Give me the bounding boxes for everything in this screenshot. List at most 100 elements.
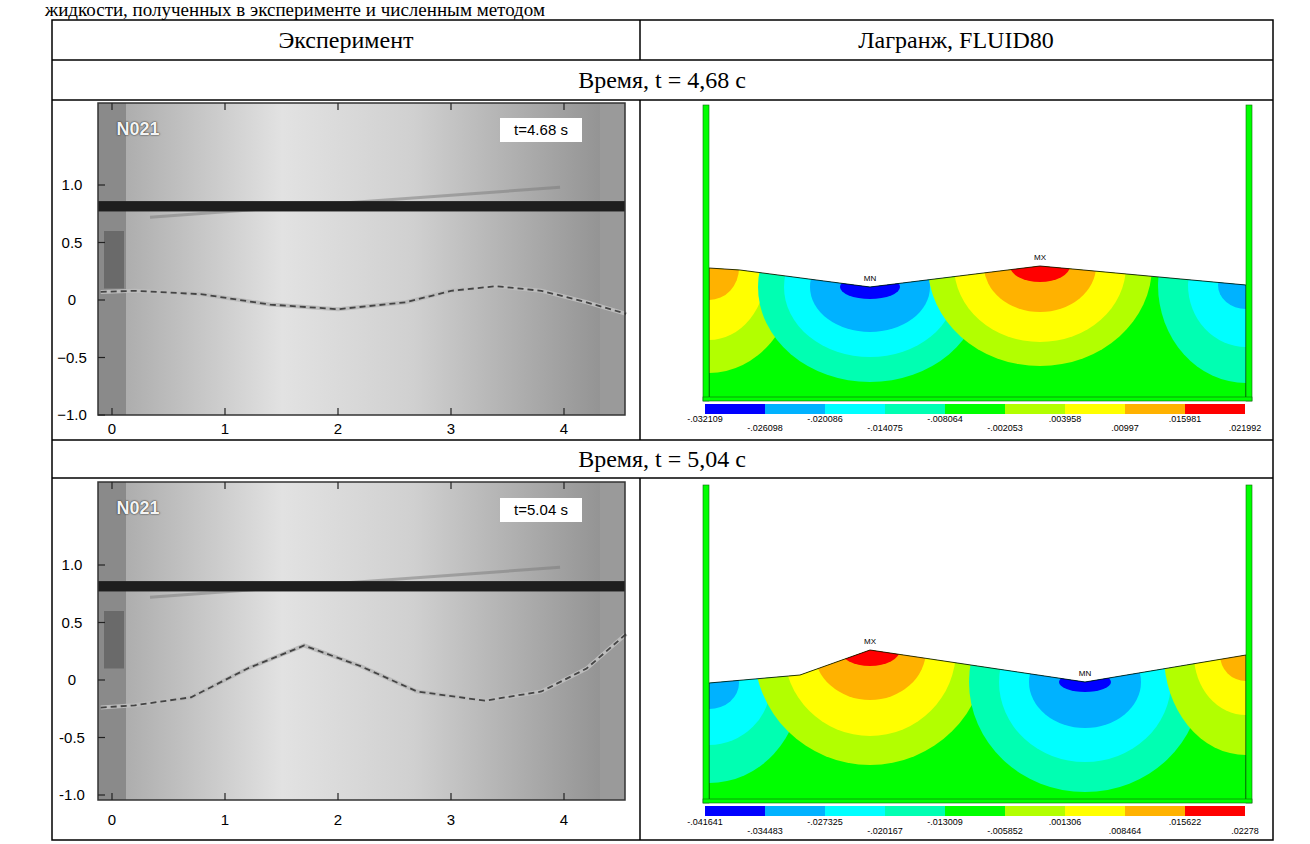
axis-tick-label: −1.0 [57,407,87,424]
colorbar-value: .003958 [1049,415,1082,425]
axis-tick-label: 0 [108,812,116,829]
experiment-photo [224,408,225,415]
experiment-photo [450,793,451,800]
experiment-photo [101,286,626,314]
experiment-photo [98,581,625,591]
axis-tick-label: 0 [68,672,76,689]
table-grid [639,20,641,60]
experiment-photo [111,103,112,110]
axis-tick-label: -0.5 [59,729,85,746]
time-stamp: t=5.04 s [514,502,568,519]
fem-contour-plot [1185,404,1245,414]
experiment-photo [563,103,564,110]
experiment-photo [98,482,625,800]
experiment-photo [98,242,105,243]
axis-tick-label: 1 [221,421,229,438]
fem-contour-plot [885,806,945,816]
experiment-photo [563,482,564,489]
experiment-photo [104,611,124,669]
axis-tick-label: 3 [447,812,455,829]
experiment-photo [98,679,105,680]
axis-tick-label: 4 [560,421,568,438]
experiment-photo [563,408,564,415]
min-marker: MN [1079,670,1091,679]
colorbar-value: .015981 [1169,415,1202,425]
fem-contour-plot [825,806,885,816]
fem-contour-plot [617,485,1310,800]
axis-tick-label: 0.5 [62,614,83,631]
fem-contour-plot [709,266,1246,398]
experiment-photo [98,103,625,415]
fem-contour-plot [1005,404,1065,414]
axis-tick-label: 2 [334,812,342,829]
experiment-photo [101,286,626,314]
axis-tick-label: 1.0 [62,177,83,194]
axis-tick-label: 2 [334,421,342,438]
fem-contour-plot [703,397,1252,401]
experiment-photo [98,622,105,623]
table-grid [52,99,1273,101]
experiment-photo [98,299,105,300]
experiment-photo [98,103,626,415]
experiment-photo [600,482,625,800]
experiment-photo [563,793,564,800]
experiment-photo [337,103,338,110]
experiment-photo [98,103,126,415]
table-grid [52,439,1273,441]
experiment-photo [101,634,626,708]
min-marker: MN [864,275,876,284]
colorbar-value: -.020167 [867,827,903,837]
colorbar-value: -.014075 [867,424,903,434]
experiment-photo [337,793,338,800]
colorbar-value: -.008064 [927,415,963,425]
table-grid [52,477,1273,479]
experiment-photo [98,737,105,738]
fem-contour-plot [703,799,1252,803]
max-marker: MX [864,638,876,647]
max-marker: MX [1034,254,1046,263]
experiment-photo [98,357,105,358]
fem-contour-plot [1246,485,1252,803]
experiment-photo [224,793,225,800]
fem-contour-plot [617,485,1310,816]
experiment-photo [98,414,105,415]
axis-tick-label: -1.0 [59,787,85,804]
column-header: Эксперимент [278,27,413,53]
axis-tick-label: 1.0 [62,557,83,574]
fem-contour-plot [1164,555,1310,755]
colorbar-value: -.032109 [687,415,723,425]
colorbar-value: -.005852 [987,827,1023,837]
fem-contour-plot [1125,806,1185,816]
colorbar-value: -.013009 [927,818,963,828]
fem-contour-plot [1158,187,1310,383]
fem-contour-plot [705,806,765,816]
fem-contour-plot [700,485,1260,800]
axis-tick-label: 4 [560,812,568,829]
fem-contour-plot [945,404,1005,414]
colorbar-value: -.041641 [687,818,723,828]
fem-contour-plot [1005,806,1065,816]
axis-tick-label: 3 [447,421,455,438]
experiment-photo [98,482,126,800]
experiment-photo [337,408,338,415]
colorbar-value: -.002053 [987,424,1023,434]
experiment-photo [450,103,451,110]
experiment-photo [111,408,112,415]
experiment-photo [111,482,112,489]
fem-contour-plot [703,485,709,803]
column-header: Лагранж, FLUID80 [858,27,1054,53]
table-grid [52,20,1273,840]
table-grid [639,100,641,440]
experiment-photo [224,482,225,489]
fem-contour-plot [1065,806,1125,816]
table-grid [52,59,1273,61]
table-grid [52,20,1273,840]
axis-tick-label: 1 [221,812,229,829]
fem-contour-plot [885,404,945,414]
experiment-photo [98,794,105,795]
fem-contour-plot [945,806,1005,816]
colorbar-value: -.020086 [807,415,843,425]
experiment-photo [98,201,625,211]
